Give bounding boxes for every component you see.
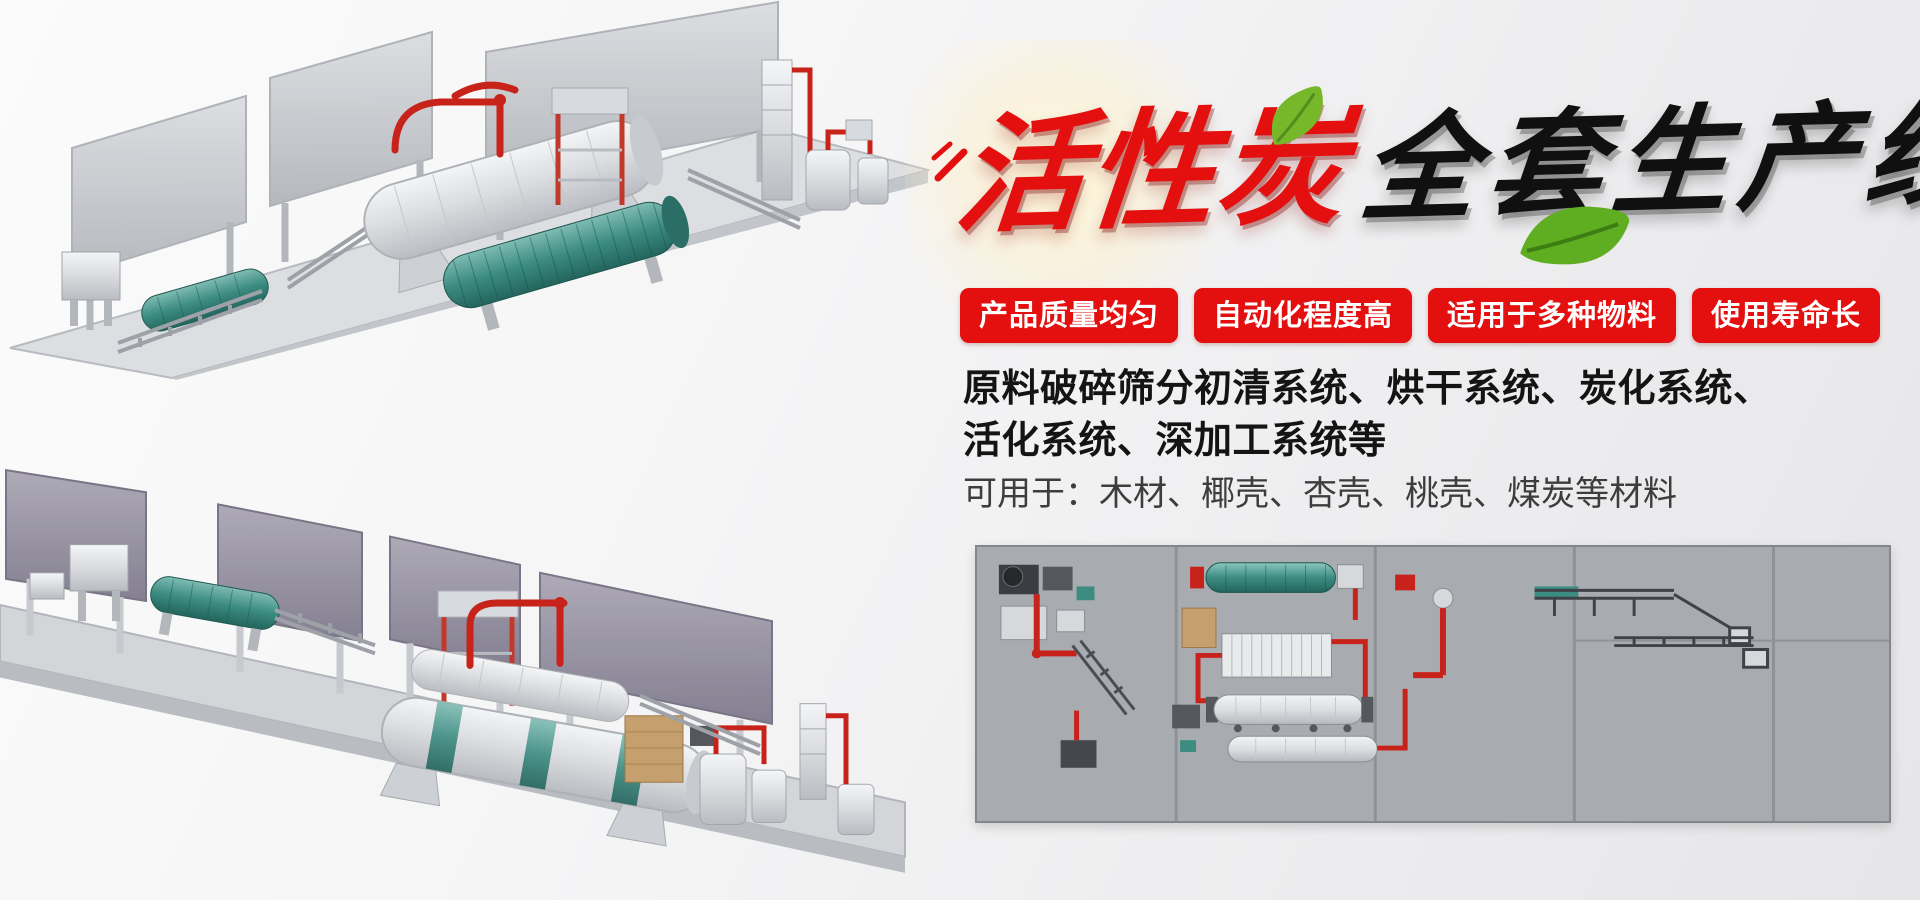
feed-hopper	[29, 544, 129, 622]
applications-text: 可用于：木材、椰壳、杏壳、桃壳、煤炭等材料	[963, 474, 1677, 514]
feature-badges: 产品质量均匀 自动化程度高 适用于多种物料 使用寿命长	[960, 288, 1881, 343]
equipment-layout-diagram	[977, 547, 1889, 821]
screening-drum	[150, 576, 280, 652]
crusher-cluster	[998, 564, 1095, 659]
packing-conveyor-top	[1534, 586, 1752, 646]
fan-unit	[1413, 587, 1454, 679]
badge-materials: 适用于多种物料	[1428, 288, 1677, 343]
title-red-part: 活性炭	[950, 90, 1355, 252]
systems-description-line2: 活化系统、深加工系统等	[963, 418, 1387, 463]
conveyor-mid	[286, 222, 374, 290]
production-line-illustration-bottom	[0, 468, 906, 873]
heat-exchanger	[1181, 607, 1368, 704]
feed-hopper	[61, 251, 121, 326]
carbonization-cylinder	[1190, 562, 1416, 620]
production-line-render-top	[0, 0, 930, 380]
page-title: 活性炭全套生产线	[950, 76, 1920, 301]
back-walls	[71, 0, 779, 278]
conveyor-left	[117, 289, 263, 354]
brick-furnace	[624, 715, 684, 783]
systems-description: 原料破碎筛分初清系统、烘干系统、炭化系统、 活化系统、深加工系统等	[963, 362, 1883, 467]
brush-stroke-decoration	[931, 141, 968, 182]
packing-conveyor-bottom	[1614, 636, 1770, 669]
tank-cluster	[690, 725, 787, 825]
right-tower	[799, 703, 875, 836]
conveyor-left	[274, 608, 376, 656]
secondary-drum	[410, 649, 630, 722]
title-black-part: 全套生产线	[1355, 85, 1920, 238]
bottom-left-machine	[1060, 710, 1097, 768]
red-piping	[466, 596, 568, 669]
conveyor-right	[639, 693, 761, 756]
activation-drum	[443, 195, 690, 331]
conveyor-right	[687, 168, 801, 230]
red-piping	[391, 81, 519, 158]
badge-automation: 自动化程度高	[1194, 288, 1413, 343]
badge-quality: 产品质量均匀	[960, 288, 1179, 343]
dust-collector-tower	[761, 59, 889, 211]
discharge-cylinder	[1172, 688, 1408, 763]
cooling-cylinder	[1205, 694, 1374, 733]
production-line-illustration-top	[9, 0, 930, 380]
badge-lifespan: 使用寿命长	[1692, 288, 1881, 343]
panel-background	[977, 547, 1889, 821]
production-line-render-bottom	[0, 452, 910, 900]
layout-diagram-panel	[975, 545, 1891, 823]
support-frame	[551, 87, 629, 205]
systems-description-line1: 原料破碎筛分初清系统、烘干系统、炭化系统、	[963, 366, 1772, 410]
incline-conveyor	[1071, 639, 1136, 716]
